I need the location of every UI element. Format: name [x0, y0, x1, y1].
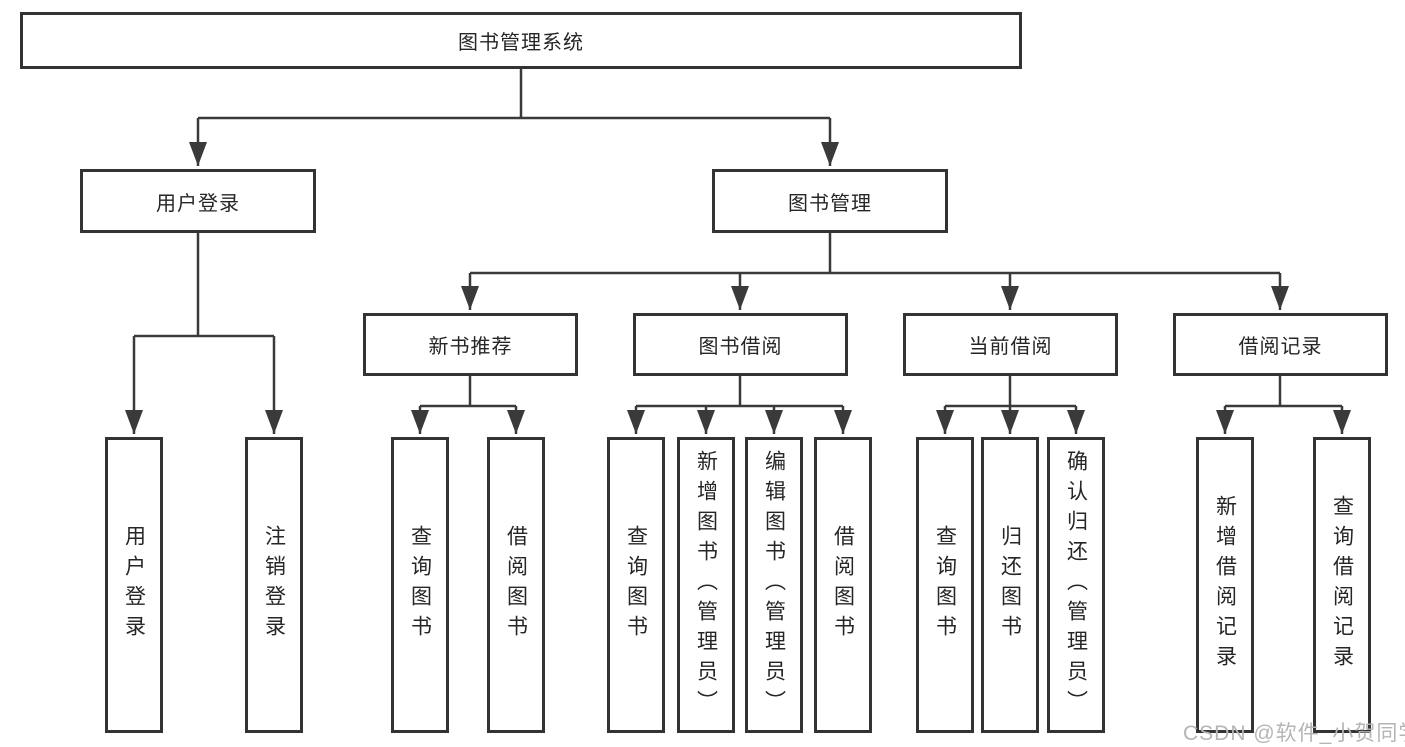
csdn-watermark: CSDN @软件_小贺同学 — [1183, 722, 1405, 745]
leaf-newbooks-query-books: 查询图书 — [391, 437, 449, 733]
node-new-book-recommend: 新书推荐 — [363, 313, 578, 376]
node-borrowing-records: 借阅记录 — [1173, 313, 1388, 376]
leaf-add-books-admin: 新增图书（管理员） — [677, 437, 735, 733]
leaf-edit-books-admin: 编辑图书（管理员） — [745, 437, 803, 733]
leaf-query-borrow-record: 查询借阅记录 — [1313, 437, 1371, 733]
node-current-borrowing: 当前借阅 — [903, 313, 1118, 376]
node-user-login: 用户登录 — [80, 169, 316, 233]
leaf-logout: 注销登录 — [245, 437, 303, 733]
leaf-current-query-books: 查询图书 — [916, 437, 974, 733]
leaf-confirm-return-admin: 确认归还（管理员） — [1047, 437, 1105, 733]
leaf-user-login: 用户登录 — [105, 437, 163, 733]
node-book-borrowing: 图书借阅 — [633, 313, 848, 376]
leaf-return-books: 归还图书 — [981, 437, 1039, 733]
connector-path — [134, 69, 1342, 408]
leaf-borrowing-query-books: 查询图书 — [607, 437, 665, 733]
leaf-borrow-books: 借阅图书 — [814, 437, 872, 733]
leaf-add-borrow-record: 新增借阅记录 — [1196, 437, 1254, 733]
node-root: 图书管理系统 — [20, 12, 1022, 69]
node-book-management: 图书管理 — [712, 169, 948, 233]
leaf-newbooks-borrow-books: 借阅图书 — [487, 437, 545, 733]
